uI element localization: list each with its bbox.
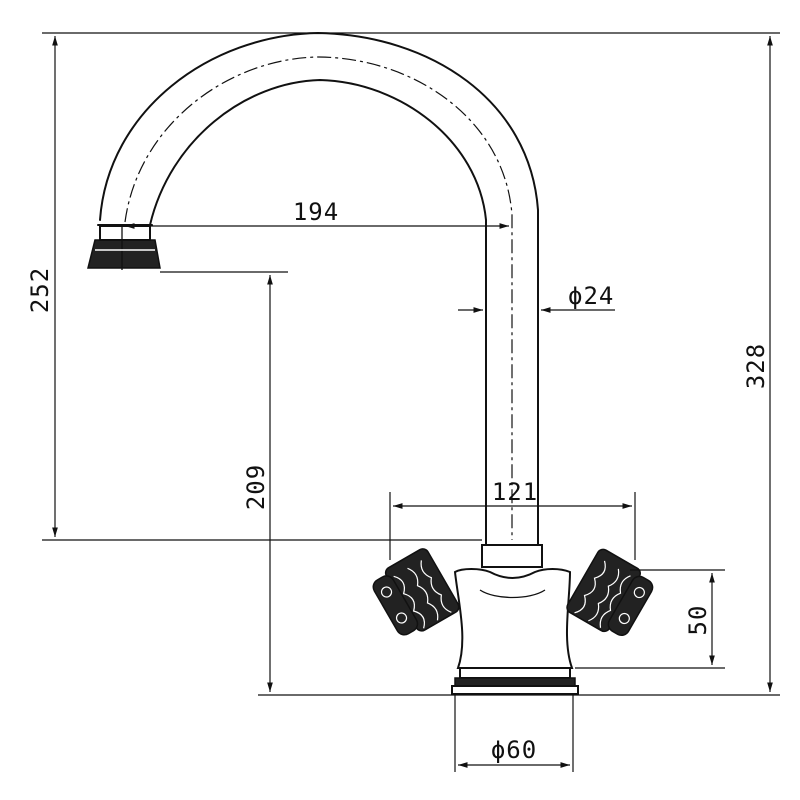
dimension-spout-reach-label: 194 <box>293 198 339 226</box>
spout-outer-edge <box>99 32 539 546</box>
mixer-base <box>451 667 579 695</box>
dimension-spout-height: 252 <box>26 36 58 537</box>
dimension-body-height: 50 <box>684 573 715 665</box>
spout-inner-edge <box>149 79 487 546</box>
extension-lines <box>42 32 780 772</box>
mixer-body <box>453 568 574 669</box>
left-handle <box>372 548 460 636</box>
dimension-spout-height-label: 252 <box>26 267 54 313</box>
dimension-base-diameter-label: ϕ60 <box>491 736 537 764</box>
dimension-spout-clearance-label: 209 <box>242 464 270 510</box>
faucet-outline <box>87 32 654 695</box>
dimension-spout-reach: 194 <box>125 198 509 229</box>
dimension-body-height-label: 50 <box>684 605 712 636</box>
dimension-handle-span-label: 121 <box>492 478 538 506</box>
aerator <box>87 224 161 270</box>
dimension-pipe-diameter-label: ϕ24 <box>568 282 614 310</box>
dimension-total-height: 328 <box>742 36 773 692</box>
dimension-pipe-diameter: ϕ24 <box>458 282 615 313</box>
pipe-collar <box>481 544 543 568</box>
dimension-total-height-label: 328 <box>742 343 770 389</box>
dimension-spout-clearance: 209 <box>242 275 273 692</box>
dimension-handle-span: 121 <box>393 478 632 509</box>
spout-centerline <box>124 56 513 540</box>
right-handle <box>566 548 654 637</box>
dimension-base-diameter: ϕ60 <box>458 736 570 768</box>
